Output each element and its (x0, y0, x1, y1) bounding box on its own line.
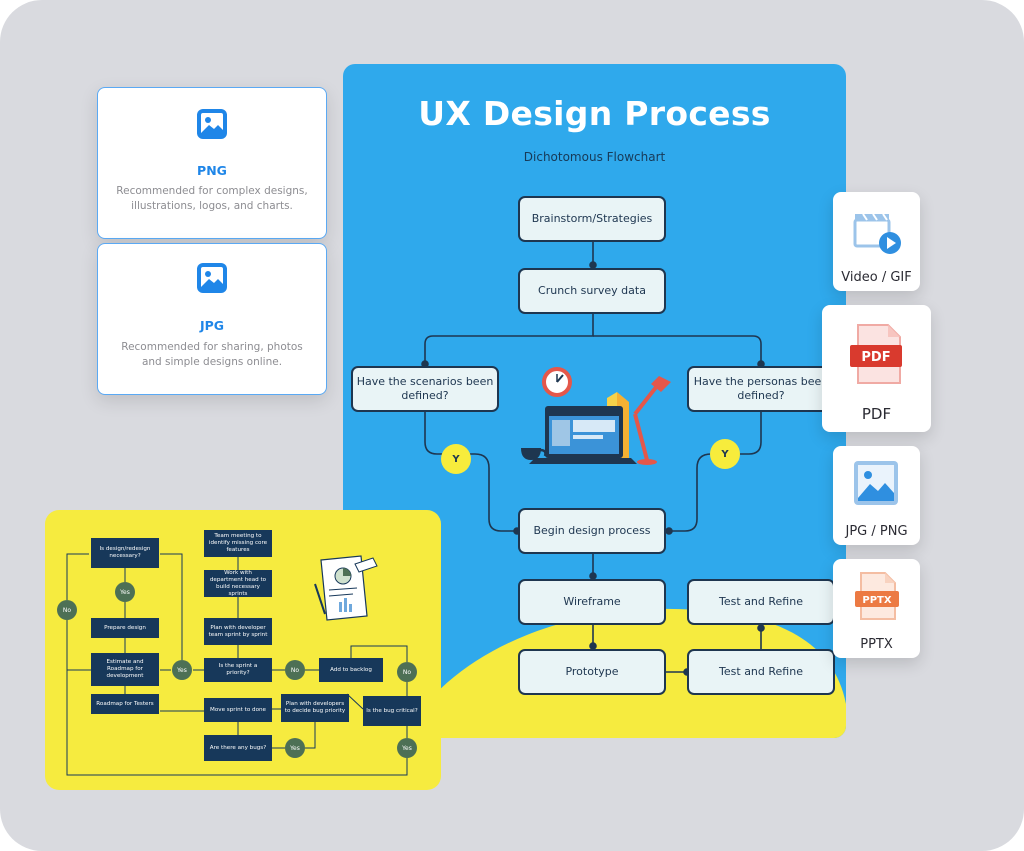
mini-decision-yes: Yes (285, 738, 305, 758)
mini-box-plan-bug: Plan with developers to decide bug prior… (281, 694, 349, 722)
mini-box-plan-sprint: Plan with developer team sprint by sprin… (204, 618, 272, 645)
node-prototype[interactable]: Prototype (518, 649, 666, 695)
format-label: JPG / PNG (845, 524, 908, 539)
poster-subtitle: Dichotomous Flowchart (523, 150, 666, 164)
node-scenarios-defined[interactable]: Have the scenarios been defined? (351, 366, 499, 412)
image-icon (197, 263, 227, 293)
node-test-refine-bottom[interactable]: Test and Refine (687, 649, 835, 695)
mini-decision-no: No (57, 600, 77, 620)
image-icon (854, 461, 898, 505)
mini-box-bug-critical: Is the bug critical? (363, 696, 421, 726)
mini-decision-yes: Yes (397, 738, 417, 758)
mini-box-prepare: Prepare design (91, 618, 159, 638)
poster-title: UX Design Process (418, 94, 771, 133)
mini-box-estimate: Estimate and Roadmap for development (91, 653, 159, 686)
mini-box-any-bugs: Are there any bugs? (204, 735, 272, 761)
workspace-illustration (521, 367, 671, 465)
mini-decision-no: No (397, 662, 417, 682)
pptx-badge-text: PPTX (862, 595, 891, 606)
mini-box-move-done: Move sprint to done (204, 698, 272, 722)
image-icon (197, 109, 227, 139)
format-label: PPTX (860, 637, 893, 652)
pptx-file-icon: PPTX (855, 572, 899, 620)
mini-box-roadmap-testers: Roadmap for Testers (91, 694, 159, 714)
yes-badge-left: Y (441, 444, 471, 474)
pdf-badge-text: PDF (861, 350, 890, 365)
mini-box-team-meeting: Team meeting to identify missing core fe… (204, 530, 272, 557)
yes-badge-right: Y (710, 439, 740, 469)
mini-box-sprint-priority: Is the sprint a priority? (204, 658, 272, 682)
mini-decision-yes: Yes (172, 660, 192, 680)
mini-connectors (66, 553, 408, 776)
mini-box-work-dept: Work with department head to build neces… (204, 570, 272, 597)
mini-flowchart-card[interactable]: Is design/redesign necessary? Prepare de… (45, 510, 441, 790)
document-chart-illustration (314, 555, 378, 621)
video-icon (853, 213, 901, 254)
export-option-png[interactable]: PNG Recommended for complex designs, ill… (97, 87, 327, 239)
export-option-title: PNG (197, 163, 227, 178)
flowchart-connectors (421, 242, 765, 676)
export-option-description: Recommended for complex designs, illustr… (116, 185, 308, 212)
node-test-refine-top[interactable]: Test and Refine (687, 579, 835, 625)
export-option-description: Recommended for sharing, photos and simp… (121, 341, 303, 368)
node-begin-design[interactable]: Begin design process (518, 508, 666, 554)
node-crunch-survey[interactable]: Crunch survey data (518, 268, 666, 314)
export-option-title: JPG (199, 318, 225, 333)
format-video-gif[interactable]: Video / GIF (833, 192, 920, 291)
node-personas-defined[interactable]: Have the personas been defined? (687, 366, 835, 412)
ux-design-process-poster[interactable]: UX Design Process Dichotomous Flowchart … (343, 64, 846, 738)
node-brainstorm[interactable]: Brainstorm/Strategies (518, 196, 666, 242)
format-label: Video / GIF (841, 270, 912, 285)
mini-decision-yes: Yes (115, 582, 135, 602)
export-option-jpg[interactable]: JPG Recommended for sharing, photos and … (97, 243, 327, 395)
format-jpg-png[interactable]: JPG / PNG (833, 446, 920, 545)
pdf-file-icon: PDF (850, 324, 902, 384)
mini-box-add-backlog: Add to backlog (319, 658, 383, 682)
node-wireframe[interactable]: Wireframe (518, 579, 666, 625)
mini-box-is-design: Is design/redesign necessary? (91, 538, 159, 568)
format-pptx[interactable]: PPTX PPTX (833, 559, 920, 658)
mini-decision-no: No (285, 660, 305, 680)
format-pdf[interactable]: PDF PDF (822, 305, 931, 432)
format-label: PDF (861, 405, 892, 423)
